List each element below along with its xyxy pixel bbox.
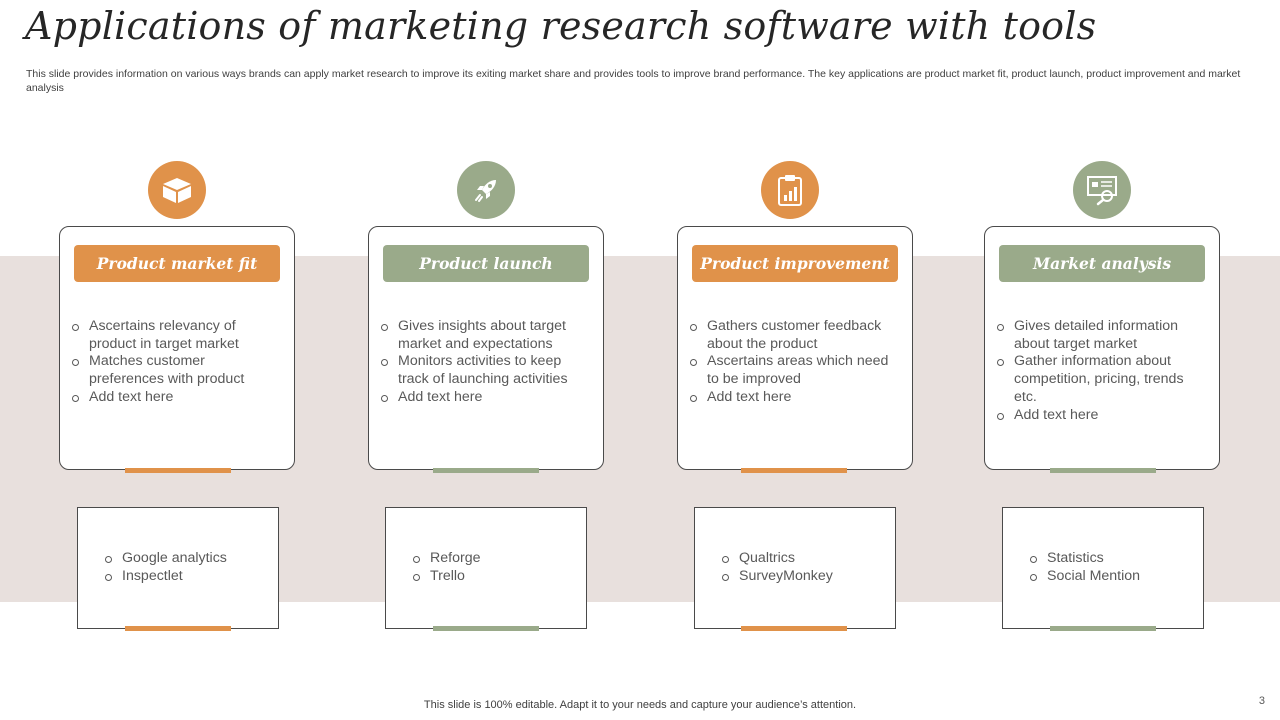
tools-accent-bar [1050,626,1156,631]
list-item: Reforge [411,550,581,568]
tools-accent-bar [741,626,847,631]
list-item: Ascertains areas which need to be improv… [688,353,893,388]
card-heading: Product improvement [692,245,898,282]
card-points: Ascertains relevancy of product in targe… [70,318,275,407]
card-accent-bar [741,468,847,473]
card-points: Gathers customer feedback about the prod… [688,318,893,407]
tools-list: Google analytics Inspectlet [103,550,273,585]
list-item: Add text here [379,389,584,407]
tools-box-product-market-fit: Google analytics Inspectlet [77,507,279,629]
card-heading: Market analysis [999,245,1205,282]
card-heading: Product launch [383,245,589,282]
application-card-market-analysis: Market analysis Gives detailed informati… [984,226,1220,470]
tools-accent-bar [433,626,539,631]
tools-accent-bar [125,626,231,631]
footer-note: This slide is 100% editable. Adapt it to… [423,699,857,711]
application-card-product-launch: Product launch Gives insights about targ… [368,226,604,470]
tools-list: Reforge Trello [411,550,581,585]
list-item: Social Mention [1028,568,1198,586]
list-item: Trello [411,568,581,586]
application-card-product-improvement: Product improvement Gathers customer fee… [677,226,913,470]
open-box-icon [148,161,206,219]
list-item: SurveyMonkey [720,568,890,586]
tools-list: Statistics Social Mention [1028,550,1198,585]
presentation-analysis-icon [1073,161,1131,219]
list-item: Gathers customer feedback about the prod… [688,318,893,353]
list-item: Gives insights about target market and e… [379,318,584,353]
tools-box-product-improvement: Qualtrics SurveyMonkey [694,507,896,629]
card-accent-bar [433,468,539,473]
list-item: Ascertains relevancy of product in targe… [70,318,275,353]
rocket-icon [457,161,515,219]
list-item: Gather information about competition, pr… [995,353,1200,406]
list-item: Gives detailed information about target … [995,318,1200,353]
list-item: Monitors activities to keep track of lau… [379,353,584,388]
slide-title: Applications of marketing research softw… [25,4,1097,48]
list-item: Qualtrics [720,550,890,568]
card-points: Gives insights about target market and e… [379,318,584,407]
slide-subtitle: This slide provides information on vario… [26,68,1241,94]
card-points: Gives detailed information about target … [995,318,1200,424]
list-item: Matches customer preferences with produc… [70,353,275,388]
clipboard-chart-icon [761,161,819,219]
list-item: Inspectlet [103,568,273,586]
list-item: Google analytics [103,550,273,568]
tools-box-product-launch: Reforge Trello [385,507,587,629]
tools-box-market-analysis: Statistics Social Mention [1002,507,1204,629]
card-accent-bar [1050,468,1156,473]
list-item: Add text here [995,407,1200,425]
card-accent-bar [125,468,231,473]
page-number: 3 [1258,695,1265,707]
card-heading: Product market fit [74,245,280,282]
application-card-product-market-fit: Product market fit Ascertains relevancy … [59,226,295,470]
list-item: Add text here [70,389,275,407]
list-item: Statistics [1028,550,1198,568]
tools-list: Qualtrics SurveyMonkey [720,550,890,585]
list-item: Add text here [688,389,893,407]
